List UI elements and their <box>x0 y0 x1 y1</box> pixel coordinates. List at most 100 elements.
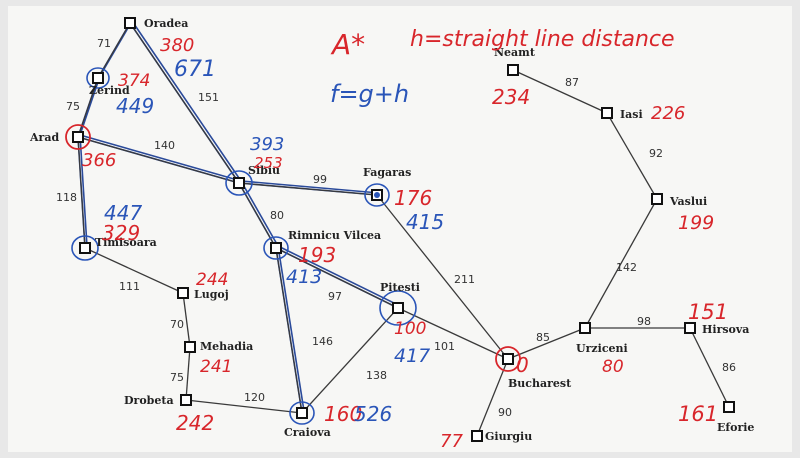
road-vaslui-iasi <box>606 112 658 200</box>
search-path-stroke <box>277 245 305 412</box>
road-distance-label: 85 <box>536 331 550 344</box>
blue-circle-mark <box>379 290 417 326</box>
road-urziceni-vaslui <box>584 198 658 329</box>
blue-circle-mark <box>364 183 390 207</box>
fcost-sibiu-f: 393 <box>250 134 284 155</box>
road-arad-sibiu <box>77 136 240 184</box>
road-distance-label: 138 <box>366 369 387 382</box>
city-label-oradea: Oradea <box>144 17 188 30</box>
blue-circle-mark <box>263 236 289 260</box>
road-distance-label: 142 <box>616 261 637 274</box>
road-distance-label: 86 <box>722 361 736 374</box>
road-fagaras-bucharest <box>376 194 509 360</box>
road-hirsova-eforie <box>689 327 730 408</box>
search-path-stroke <box>79 134 88 247</box>
road-distance-label: 118 <box>56 191 77 204</box>
heuristic-drobeta-h: 242 <box>176 411 214 435</box>
circle-mark-layer <box>65 67 521 425</box>
heuristic-pitesti-h: 100 <box>394 319 426 339</box>
heuristic-iasi-h: 226 <box>651 103 685 124</box>
city-node-urziceni <box>579 322 591 334</box>
city-node-neamt <box>507 64 519 76</box>
heuristic-mehadia-h: 241 <box>200 357 232 377</box>
road-sibiu-fagaras <box>238 182 378 196</box>
fcost-pitesti-f: 417 <box>394 345 430 367</box>
city-node-drobeta <box>180 394 192 406</box>
city-label-pitesti: Pitesti <box>380 281 420 294</box>
city-label-arad: Arad <box>29 131 59 144</box>
blue-circle-mark <box>289 401 315 425</box>
road-layer <box>77 22 730 437</box>
city-node-eforie <box>723 401 735 413</box>
fcost-rimnicu-f: 413 <box>286 266 322 288</box>
fcost-fagaras-f: 415 <box>406 210 444 234</box>
city-node-zerind <box>92 72 104 84</box>
road-lugoj-mehadia <box>182 292 191 348</box>
heuristic-lugoj-h: 244 <box>196 270 228 290</box>
heuristic-craiova-h: 160 <box>324 402 362 426</box>
road-distance-label: 97 <box>328 290 342 303</box>
city-label-bucharest: Bucharest <box>508 377 572 390</box>
city-label-rimnicu: Rimnicu Vilcea <box>288 229 381 242</box>
heuristic-fagaras-h: 176 <box>394 186 432 210</box>
blue-circle-mark <box>71 235 99 261</box>
road-oradea-sibiu <box>129 22 240 184</box>
search-path-stroke <box>79 134 242 182</box>
road-distance-label: 101 <box>434 340 455 353</box>
road-distance-label: 146 <box>312 335 333 348</box>
fcost-timisoara-f: 447 <box>104 201 142 225</box>
road-distance-label: 70 <box>170 318 184 331</box>
search-path-stroke <box>240 180 380 194</box>
romania-map-diagram: 7115175140118998011170751201469713810121… <box>29 17 754 452</box>
road-pitesti-bucharest <box>397 307 509 360</box>
road-rimnicu-pitesti <box>275 247 399 309</box>
road-rimnicu-craiova <box>275 247 303 414</box>
city-node-craiova <box>296 407 308 419</box>
heuristic-vaslui-h: 199 <box>678 212 714 234</box>
distance-label-layer: 7115175140118998011170751201469713810121… <box>56 37 736 419</box>
blue-circle-mark <box>225 170 253 196</box>
road-distance-label: 211 <box>454 273 475 286</box>
city-label-sibiu: Sibiu <box>248 164 280 177</box>
road-distance-label: 75 <box>170 371 184 384</box>
city-node-bucharest <box>502 353 514 365</box>
road-drobeta-craiova <box>185 399 303 414</box>
heuristic-rimnicu-h: 193 <box>298 243 336 267</box>
heuristic-zerind-h: 374 <box>118 71 150 91</box>
road-bucharest-giurgiu <box>476 358 509 437</box>
heuristic-neamt-h: 234 <box>492 85 530 109</box>
heuristic-bucharest-h: 0 <box>516 353 529 377</box>
search-path-stroke <box>79 20 242 182</box>
road-distance-label: 151 <box>198 91 219 104</box>
city-label-mehadia: Mehadia <box>200 340 253 353</box>
road-mehadia-drobeta <box>185 346 191 401</box>
city-label-giurgiu: Giurgiu <box>485 430 532 443</box>
road-distance-label: 111 <box>119 280 140 293</box>
city-label-timisoara: Timisoara <box>95 236 157 249</box>
heuristic-arad-h: 366 <box>82 150 116 171</box>
heuristic-urziceni-h: 80 <box>602 357 624 377</box>
city-label-neamt: Neamt <box>494 46 536 59</box>
city-label-drobeta: Drobeta <box>124 394 174 407</box>
fcost-zerind-f: 449 <box>116 94 154 118</box>
city-node-iasi <box>601 107 613 119</box>
road-distance-label: 87 <box>565 76 579 89</box>
city-label-fagaras: Fagaras <box>363 166 411 179</box>
heuristic-oradea-h: 380 <box>160 35 194 56</box>
road-distance-label: 120 <box>244 391 265 404</box>
road-distance-label: 98 <box>637 315 651 328</box>
road-distance-label: 71 <box>97 37 111 50</box>
heuristic-timisoara-h: 329 <box>102 221 140 245</box>
city-node-hirsova <box>684 322 696 334</box>
road-distance-label: 140 <box>154 139 175 152</box>
city-node-arad <box>72 131 84 143</box>
road-bucharest-urziceni <box>507 327 586 360</box>
road-craiova-pitesti <box>301 307 399 414</box>
road-distance-label: 92 <box>649 147 663 160</box>
heuristic-eforie-h: 161 <box>678 402 718 426</box>
city-label-vaslui: Vaslui <box>669 195 707 208</box>
red-circle-mark <box>495 346 521 372</box>
